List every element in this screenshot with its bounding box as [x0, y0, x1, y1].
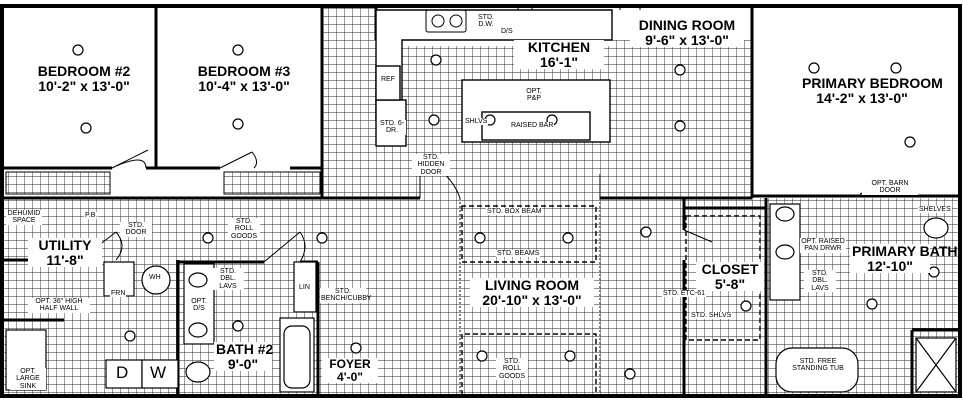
note-shelves: SHELVES — [918, 206, 952, 214]
note-std-roll-goods: STD. ROLL GOODS — [228, 218, 260, 241]
room-label-bedroom2: BEDROOM #2 10'-2" x 13'-0" — [30, 63, 138, 94]
note-opt-raised-pan: OPT. RAISED PAN DRWR — [800, 238, 846, 253]
room-label-living: LIVING ROOM 20'-10" x 13'-0" — [470, 277, 594, 308]
room-label-utility: UTILITY 11'-8" — [28, 237, 102, 268]
note-std-hidden-door: STD. HIDDEN DOOR — [412, 154, 450, 177]
note-shlvs: SHLVS — [464, 118, 489, 126]
dashed-beams — [461, 205, 761, 397]
room-size: 10'-2" x 13'-0" — [38, 77, 130, 94]
note-std-shlvs: STD. SHLVS — [690, 312, 733, 320]
light-fixtures — [72, 44, 940, 380]
room-size: 12'-10" — [867, 257, 913, 274]
passthrough-line — [459, 198, 601, 396]
room-name: DINING ROOM — [638, 17, 736, 33]
room-size: 16'-1" — [540, 53, 578, 70]
room-label-kitchen: KITCHEN 16'-1" — [514, 39, 604, 70]
room-size: 11'-8" — [46, 251, 84, 268]
room-name: CLOSET — [701, 261, 759, 277]
note-opt-ds: OPT. D/S — [186, 298, 212, 313]
window-icons — [517, 6, 641, 10]
room-size: 5'-8" — [714, 275, 746, 292]
room-name: BEDROOM #2 — [37, 63, 131, 79]
note-std-beams: STD. BEAMS — [496, 250, 541, 258]
note-opt-barn-door: OPT. BARN DOOR — [862, 180, 918, 195]
room-label-closet: CLOSET 5'-8" — [696, 261, 764, 292]
note-raised-bar: RAISED BAR — [510, 122, 555, 130]
room-name: PRIMARY BATH — [852, 243, 958, 259]
note-std-dbl-lavs-bath2: STD. DBL. LAVS — [212, 268, 244, 291]
room-label-bath2: BATH #2 9'-0" — [214, 341, 274, 372]
note-pb: P.B. — [84, 212, 99, 220]
note-wh: WH — [148, 274, 162, 282]
room-name: LIVING ROOM — [484, 277, 580, 293]
room-label-primary-bedroom: PRIMARY BEDROOM 14'-2" x 13'-0" — [800, 75, 943, 106]
note-ds: D/S — [500, 28, 514, 36]
note-std-roll-goods-living: STD. ROLL GOODS — [496, 358, 528, 381]
room-name: BATH #2 — [216, 341, 274, 357]
note-std-dbl-lavs-primary: STD. DBL. LAVS — [804, 270, 836, 293]
room-label-bedroom3: BEDROOM #3 10'-4" x 13'-0" — [186, 63, 302, 94]
bedroom-closets — [5, 171, 321, 195]
kitchen-counters — [375, 9, 613, 147]
room-label-dining: DINING ROOM 9'-6" x 13'-0" — [630, 17, 744, 48]
room-size: 10'-4" x 13'-0" — [198, 77, 290, 94]
note-std-dw: STD. D.W. — [470, 14, 502, 29]
room-name: PRIMARY BEDROOM — [802, 75, 943, 91]
room-label-primary-bath: PRIMARY BATH 12'-10" — [850, 243, 958, 274]
note-frn: FRN — [110, 290, 127, 298]
note-std-6dr: STD. 6-DR. — [378, 120, 406, 135]
room-name: BEDROOM #3 — [197, 63, 291, 79]
washer-label: W — [150, 363, 167, 382]
note-half-wall: OPT. 36" HIGH HALF WALL — [28, 298, 90, 313]
room-label-foyer: FOYER 4'-0" — [322, 357, 378, 384]
note-std-door: STD. DOOR — [120, 222, 152, 237]
note-dehumid: DEHUMID SPACE — [6, 210, 42, 225]
note-std-free-tub: STD. FREE STANDING TUB — [786, 358, 850, 373]
note-std-bench-cubby: STD. BENCH/CUBBY — [320, 288, 372, 303]
room-size: 9'-0" — [227, 355, 259, 372]
note-opt-large-sink: OPT. LARGE SINK — [10, 368, 46, 391]
room-name: KITCHEN — [527, 39, 591, 55]
note-std-box-beam: STD. BOX BEAM — [486, 208, 543, 216]
room-name: FOYER — [329, 357, 371, 371]
room-size: 9'-6" x 13'-0" — [645, 31, 729, 48]
note-ref: REF — [380, 76, 396, 84]
room-size: 14'-2" x 13'-0" — [816, 89, 908, 106]
note-lin: LIN — [298, 284, 311, 292]
room-name: UTILITY — [38, 237, 92, 253]
room-size: 4'-0" — [337, 369, 363, 384]
note-std-etc: STD. ETC-61 — [662, 290, 707, 298]
room-size: 20'-10" x 13'-0" — [482, 291, 582, 308]
note-opt-pp: OPT. P&P — [518, 88, 550, 103]
dryer-label: D — [116, 363, 129, 382]
kitchen-sink-icon — [425, 9, 467, 33]
